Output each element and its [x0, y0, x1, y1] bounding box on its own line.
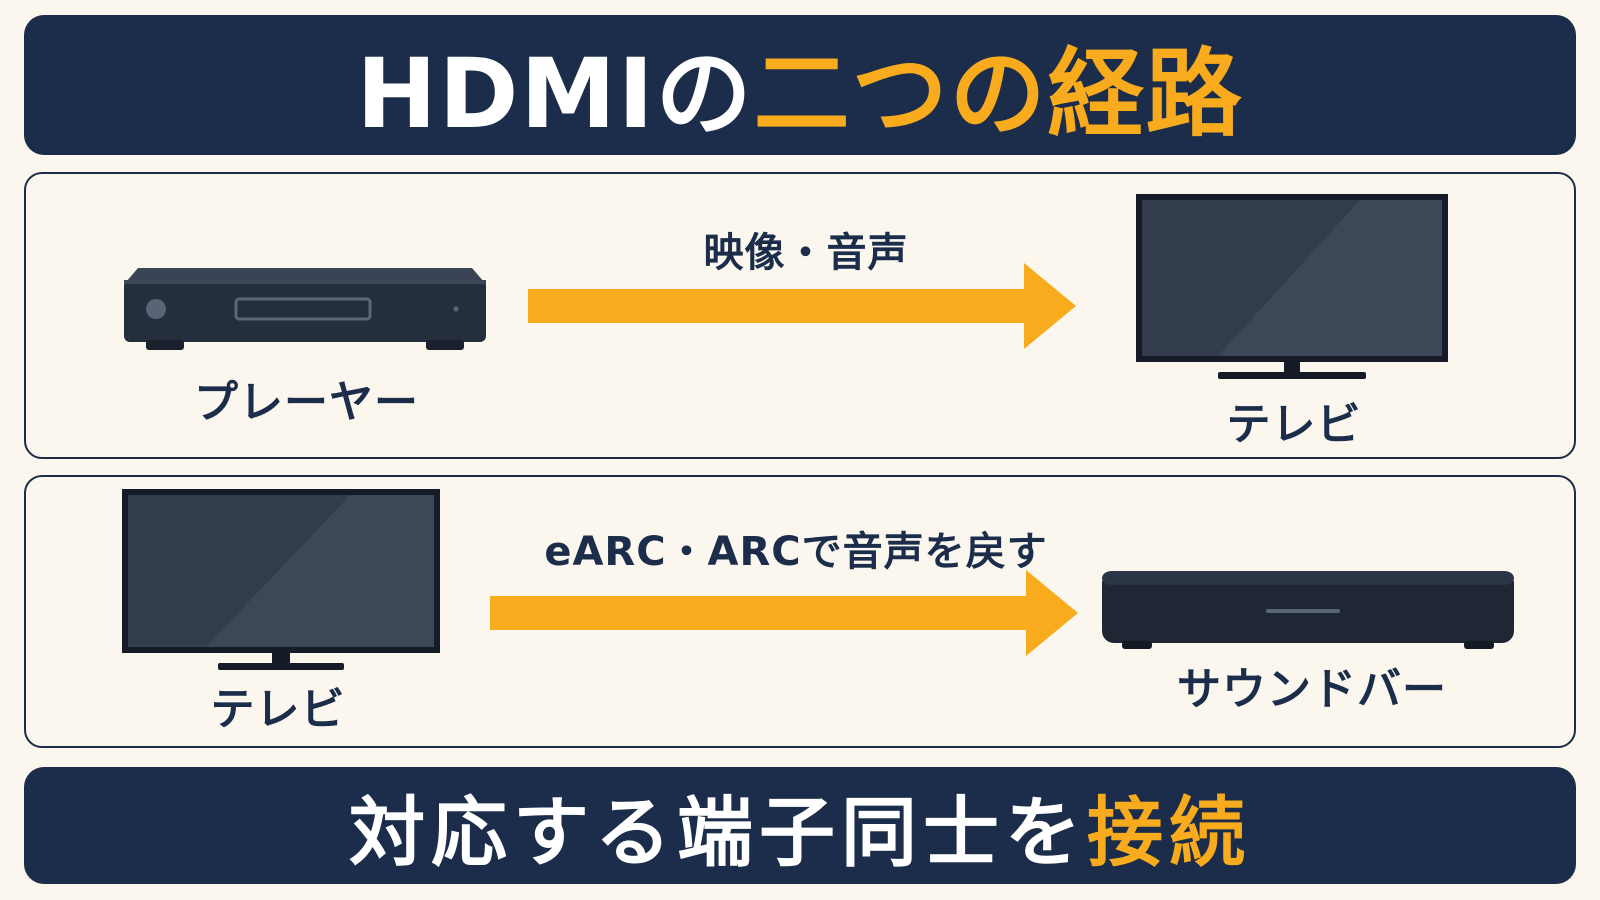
title-banner: HDMIの二つの経路	[24, 15, 1576, 155]
arrow-right-icon	[528, 263, 1076, 349]
tv-icon	[1136, 194, 1448, 379]
tv-label-1: テレビ	[1226, 399, 1362, 450]
soundbar-icon	[1102, 571, 1514, 649]
tv-icon	[122, 489, 440, 670]
title-prefix: HDMIの	[356, 37, 754, 150]
arrow-label-video-audio: 映像・音声	[703, 230, 909, 276]
player-icon	[124, 268, 486, 350]
footer-highlight: 接続	[1087, 787, 1251, 877]
footer-banner: 対応する端子同士を接続	[24, 767, 1576, 884]
tv-label-2: テレビ	[210, 684, 346, 735]
arrow-right-icon	[490, 570, 1078, 656]
title-highlight: 二つの経路	[753, 37, 1244, 150]
route-panel-video-audio: プレーヤー 映像・音声 テレビ	[24, 172, 1576, 459]
soundbar-label: サウンドバー	[1177, 664, 1447, 715]
arrow-label-earc: eARC・ARCで音声を戻す	[544, 529, 1048, 575]
route-panel-earc: テレビ eARC・ARCで音声を戻す サウンドバー	[24, 475, 1576, 748]
footer-prefix: 対応する端子同士を	[349, 787, 1087, 877]
player-label: プレーヤー	[194, 377, 419, 428]
